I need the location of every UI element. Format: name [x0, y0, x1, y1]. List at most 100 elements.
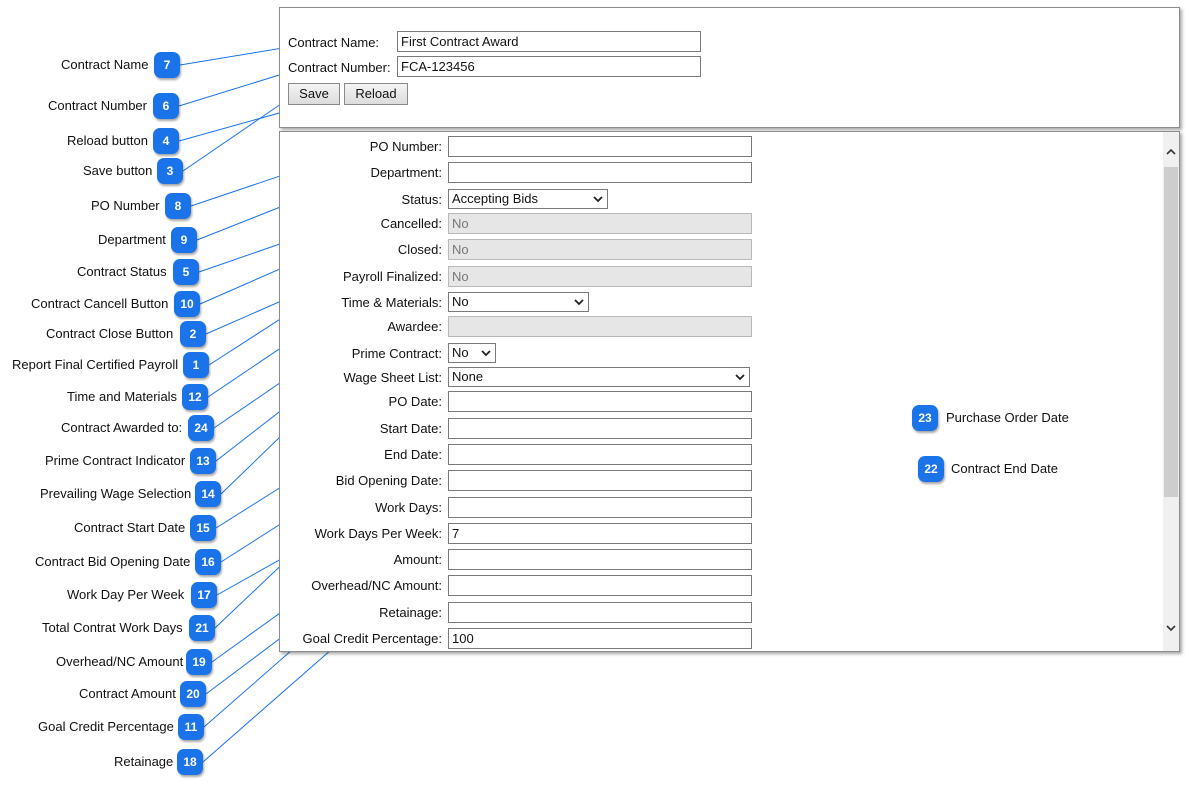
- callout-label: Contract Awarded to:: [61, 420, 183, 435]
- callout-label: Contract Amount: [79, 686, 176, 701]
- po-date-input[interactable]: [448, 391, 752, 412]
- cancelled-input: No: [448, 213, 752, 234]
- callout-label: Total Contrat Work Days: [42, 620, 183, 635]
- end-date-input[interactable]: [448, 444, 752, 465]
- department-label: Department:: [370, 165, 442, 180]
- chevron-down-icon[interactable]: [574, 298, 584, 306]
- callout-badge: 15: [190, 515, 216, 541]
- callout-badge: 3: [157, 158, 183, 184]
- po-number-input[interactable]: [448, 136, 752, 157]
- callout-badge: 18: [177, 749, 203, 775]
- callout-label: Contract Bid Opening Date: [35, 554, 191, 569]
- callout-label: Prime Contract Indicator: [45, 453, 186, 468]
- goal-credit-percentage-input[interactable]: 100: [448, 628, 752, 649]
- callout-badge: 5: [173, 259, 199, 285]
- reload-button[interactable]: Reload: [344, 83, 408, 105]
- wage-sheet-list-select[interactable]: None: [448, 367, 750, 387]
- callout-label: Reload button: [67, 133, 148, 148]
- callout-badge: 8: [165, 193, 191, 219]
- po-date-label: PO Date:: [388, 394, 442, 409]
- callout-label: Contract Cancell Button: [31, 296, 169, 311]
- callout-badge: 6: [153, 93, 179, 119]
- callout-label: Prevailing Wage Selection: [40, 486, 192, 501]
- callout-label: Overhead/NC Amount: [56, 654, 184, 669]
- callout-label: Time and Materials: [67, 389, 178, 404]
- amount-label: Amount:: [393, 552, 442, 567]
- work-days-input[interactable]: [448, 497, 752, 518]
- status-label: Status:: [401, 192, 442, 207]
- retainage-label: Retainage:: [379, 605, 442, 620]
- status-selected-value: Accepting Bids: [452, 191, 538, 206]
- time-materials-selected-value: No: [452, 294, 469, 309]
- awardee-input: [448, 316, 752, 337]
- closed-label: Closed:: [397, 242, 442, 257]
- status-select[interactable]: Accepting Bids: [448, 189, 608, 209]
- callout-badge: 11: [178, 714, 204, 740]
- callout-label: Contract Status: [77, 264, 167, 279]
- chevron-down-icon[interactable]: [593, 195, 603, 203]
- callout-label: Contract End Date: [951, 461, 1058, 476]
- callout-badge: 10: [174, 291, 200, 317]
- time-materials-select[interactable]: No: [448, 292, 589, 312]
- callout-label: Work Day Per Week: [67, 587, 185, 602]
- contract-name-input[interactable]: First Contract Award: [397, 31, 701, 52]
- wage-sheet-list-selected-value: None: [452, 369, 484, 384]
- callout-badge: 23: [912, 405, 938, 431]
- callout-connector-line: [203, 642, 301, 728]
- callout-label: Purchase Order Date: [946, 410, 1069, 425]
- work-days-label: Work Days:: [375, 500, 442, 515]
- wage-sheet-list-label: Wage Sheet List:: [343, 370, 442, 385]
- overhead-nc-amount-label: Overhead/NC Amount:: [311, 578, 442, 593]
- callout-badge: 16: [195, 549, 221, 575]
- prime-contract-selected-value: No: [452, 345, 469, 360]
- callout-badge: 20: [180, 681, 206, 707]
- work-days-per-week-input[interactable]: 7: [448, 523, 752, 544]
- callout-label: Retainage: [114, 754, 174, 769]
- scrollbar-thumb[interactable]: [1164, 167, 1178, 497]
- callout-badge: 22: [918, 456, 944, 482]
- contract-details-panel: PO Number:Department:Status:Accepting Bi…: [279, 131, 1180, 652]
- amount-input[interactable]: [448, 549, 752, 570]
- start-date-label: Start Date:: [379, 421, 442, 436]
- retainage-input[interactable]: [448, 602, 752, 623]
- callout-label: Save button: [83, 163, 153, 178]
- chevron-down-icon[interactable]: [1165, 622, 1177, 634]
- callout-badge: 4: [153, 128, 179, 154]
- chevron-down-icon[interactable]: [735, 373, 745, 381]
- department-input[interactable]: [448, 162, 752, 183]
- callout-connector-line: [179, 46, 290, 66]
- work-days-per-week-label: Work Days Per Week:: [314, 526, 442, 541]
- callout-badge: 19: [186, 649, 212, 675]
- overhead-nc-amount-input[interactable]: [448, 575, 752, 596]
- prime-contract-select[interactable]: No: [448, 343, 496, 363]
- callout-label: PO Number: [91, 198, 160, 213]
- callout-label: Contract Start Date: [74, 520, 186, 535]
- cancelled-label: Cancelled:: [380, 216, 442, 231]
- chevron-down-icon[interactable]: [481, 349, 491, 357]
- callout-badge: 2: [180, 321, 206, 347]
- bid-opening-date-label: Bid Opening Date:: [335, 473, 442, 488]
- save-button[interactable]: Save: [288, 83, 340, 105]
- start-date-input[interactable]: [448, 418, 752, 439]
- payroll-finalized-input: No: [448, 266, 752, 287]
- callout-label: Contract Close Button: [46, 326, 174, 341]
- callout-badge: 1: [183, 352, 209, 378]
- contract-number-input[interactable]: FCA-123456: [397, 56, 701, 77]
- closed-input: No: [448, 239, 752, 260]
- callout-label: Report Final Certified Payroll: [12, 357, 179, 372]
- callout-badge: 17: [191, 582, 217, 608]
- goal-credit-percentage-label: Goal Credit Percentage:: [302, 631, 442, 646]
- contract-number-label: Contract Number:: [288, 60, 391, 75]
- callout-badge: 24: [188, 415, 214, 441]
- callout-label: Contract Name: [61, 57, 149, 72]
- callout-badge: 7: [154, 52, 180, 78]
- contract-header-panel: Contract Name: First Contract Award Cont…: [279, 7, 1180, 128]
- payroll-finalized-label: Payroll Finalized:: [343, 269, 442, 284]
- vertical-scrollbar[interactable]: [1163, 132, 1179, 651]
- bid-opening-date-input[interactable]: [448, 470, 752, 491]
- callout-label: Goal Credit Percentage: [38, 719, 174, 734]
- callout-badge: 12: [182, 384, 208, 410]
- callout-label: Department: [98, 232, 166, 247]
- chevron-up-icon[interactable]: [1165, 146, 1177, 158]
- callout-badge: 14: [195, 481, 221, 507]
